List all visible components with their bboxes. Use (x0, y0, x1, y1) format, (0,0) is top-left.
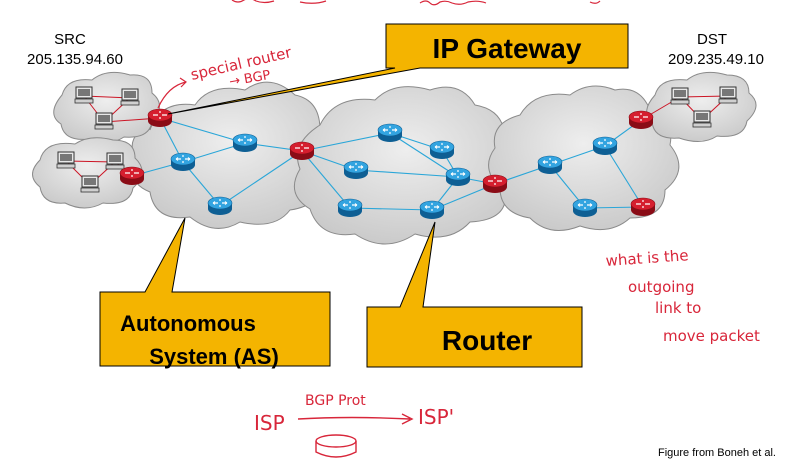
annotation-arrow (157, 77, 187, 109)
router-label: Router (442, 325, 532, 356)
computer-icon (692, 110, 712, 128)
as-label-line2: System (AS) (149, 344, 279, 369)
gateway-router-icon (482, 174, 508, 194)
computer-icon (80, 175, 100, 193)
gateway-router-icon (628, 110, 654, 130)
router-icon (377, 123, 403, 143)
computer-icon (718, 86, 738, 104)
router-icon (572, 198, 598, 218)
gateway-router-icon (119, 166, 145, 186)
cloud-as-middle (293, 86, 518, 245)
top-scribble (231, 0, 601, 6)
src-ip: 205.135.94.60 (27, 51, 123, 68)
cloud-src-top (53, 71, 160, 143)
as-label-line1: Autonomous (120, 311, 256, 336)
gateway-router-icon (289, 141, 315, 161)
ip-gateway-label: IP Gateway (433, 33, 582, 64)
callout-router (366, 221, 583, 368)
computer-icon (120, 88, 140, 106)
router-icon (445, 167, 471, 187)
question-line-2: outgoing (628, 278, 694, 296)
question-line-3: link to (655, 299, 701, 317)
router-icon (232, 133, 258, 153)
gateway-router-icon (147, 108, 173, 128)
isp-right: ISP' (418, 405, 454, 429)
question-line-4: move packet (663, 327, 760, 345)
database-icon (315, 434, 357, 458)
router-icon (429, 140, 455, 160)
computer-icon (105, 152, 125, 170)
question-line-1: what is the (605, 246, 689, 270)
router-icon (337, 198, 363, 218)
router-icon (537, 155, 563, 175)
computer-icon (74, 86, 94, 104)
router-icon (207, 196, 233, 216)
bgp-note: → BGP (228, 68, 272, 90)
dst-ip: 209.235.49.10 (668, 51, 764, 68)
callout-autonomous-system (99, 217, 331, 367)
router-icon (419, 200, 445, 220)
router-icon (343, 160, 369, 180)
gateway-router-icon (630, 197, 656, 217)
dst-title: DST (697, 31, 727, 48)
figure-credit: Figure from Boneh et al. (658, 447, 776, 459)
router-icon (170, 152, 196, 172)
computer-icon (670, 87, 690, 105)
src-title: SRC (54, 31, 86, 48)
computer-icon (56, 151, 76, 169)
isp-arrow (297, 413, 414, 425)
isp-left: ISP (254, 411, 285, 435)
computer-icon (94, 112, 114, 130)
router-icon (592, 136, 618, 156)
bgp-prot-label: BGP Prot (305, 393, 366, 409)
callout-ip-gateway (167, 23, 629, 115)
